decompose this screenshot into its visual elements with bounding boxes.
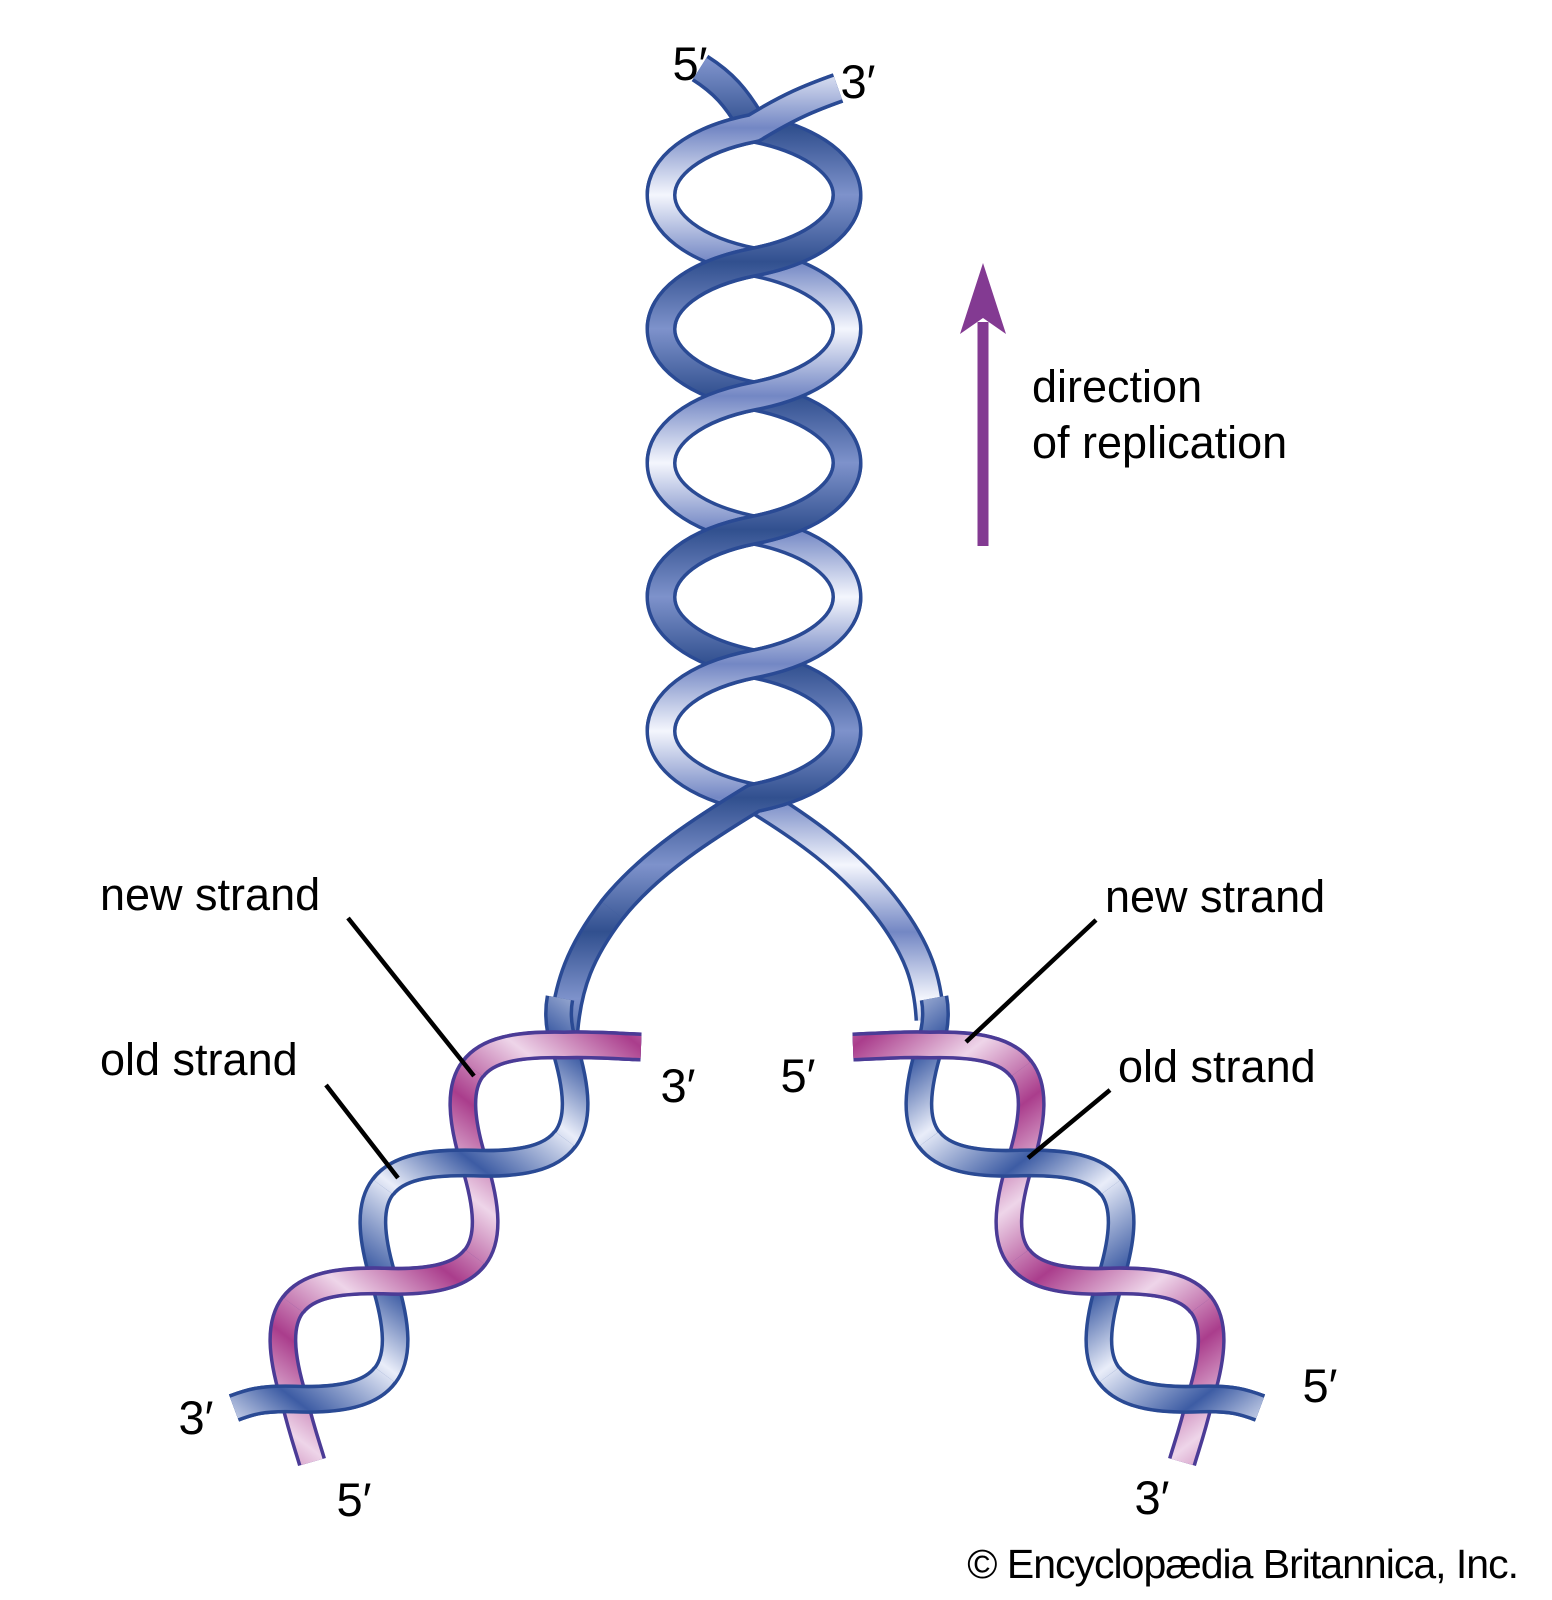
right-new-strand-leader: [964, 918, 1098, 1044]
parent-weave-light-over: [645, 73, 863, 733]
weave-seg: [649, 327, 859, 465]
weave-seg: [852, 1033, 1030, 1077]
right-weave: [852, 1030, 1266, 1422]
parent-helix: [548, 54, 946, 1032]
label-3-prime-parent: 3′: [841, 55, 876, 108]
weave-seg: [374, 1131, 574, 1195]
weave-seg: [1100, 1367, 1264, 1419]
left-old-strand-leader: [324, 1083, 400, 1180]
direction-label-line2: of replication: [1032, 417, 1287, 468]
weave-seg: [920, 1131, 1120, 1195]
weave-seg: [602, 729, 859, 918]
weave-seg: [1010, 1249, 1210, 1313]
label-5-prime-right-fork-top: 5′: [781, 1049, 816, 1102]
parent-weave-dark-over: [599, 193, 863, 920]
label-5-prime-parent: 5′: [673, 37, 708, 90]
weave-seg: [284, 1249, 484, 1313]
left-weave: [228, 1030, 642, 1422]
label-5-prime-right-fork-bottom: 5′: [1303, 1359, 1338, 1412]
weave-seg: [649, 595, 859, 733]
direction-arrow: [960, 263, 1006, 546]
direction-arrow-head: [960, 263, 1006, 334]
label-3-prime-left-fork-top: 3′: [661, 1059, 696, 1112]
weave-seg: [649, 461, 859, 599]
right-old-strand-leader: [1026, 1088, 1112, 1160]
weave-seg: [230, 1367, 394, 1419]
left-daughter-helix: [228, 995, 642, 1467]
label-5-prime-left-fork-bottom: 5′: [337, 1473, 372, 1526]
right-daughter-helix: [852, 995, 1266, 1467]
weave-seg: [649, 76, 843, 197]
label-3-prime-right-fork-bottom: 3′: [1135, 1471, 1170, 1524]
right-old-strand-label: old strand: [1118, 1041, 1316, 1092]
right-new-strand-label: new strand: [1105, 871, 1325, 922]
label-3-prime-left-fork-bottom: 3′: [179, 1391, 214, 1444]
weave-seg: [649, 193, 859, 331]
copyright-notice: © Encyclopædia Britannica, Inc.: [967, 1541, 1518, 1587]
weave-seg: [464, 1033, 642, 1077]
left-old-strand-label: old strand: [100, 1034, 298, 1085]
direction-label-line1: direction: [1032, 361, 1202, 412]
left-new-strand-label: new strand: [100, 869, 320, 920]
left-new-strand-leader: [346, 916, 476, 1078]
